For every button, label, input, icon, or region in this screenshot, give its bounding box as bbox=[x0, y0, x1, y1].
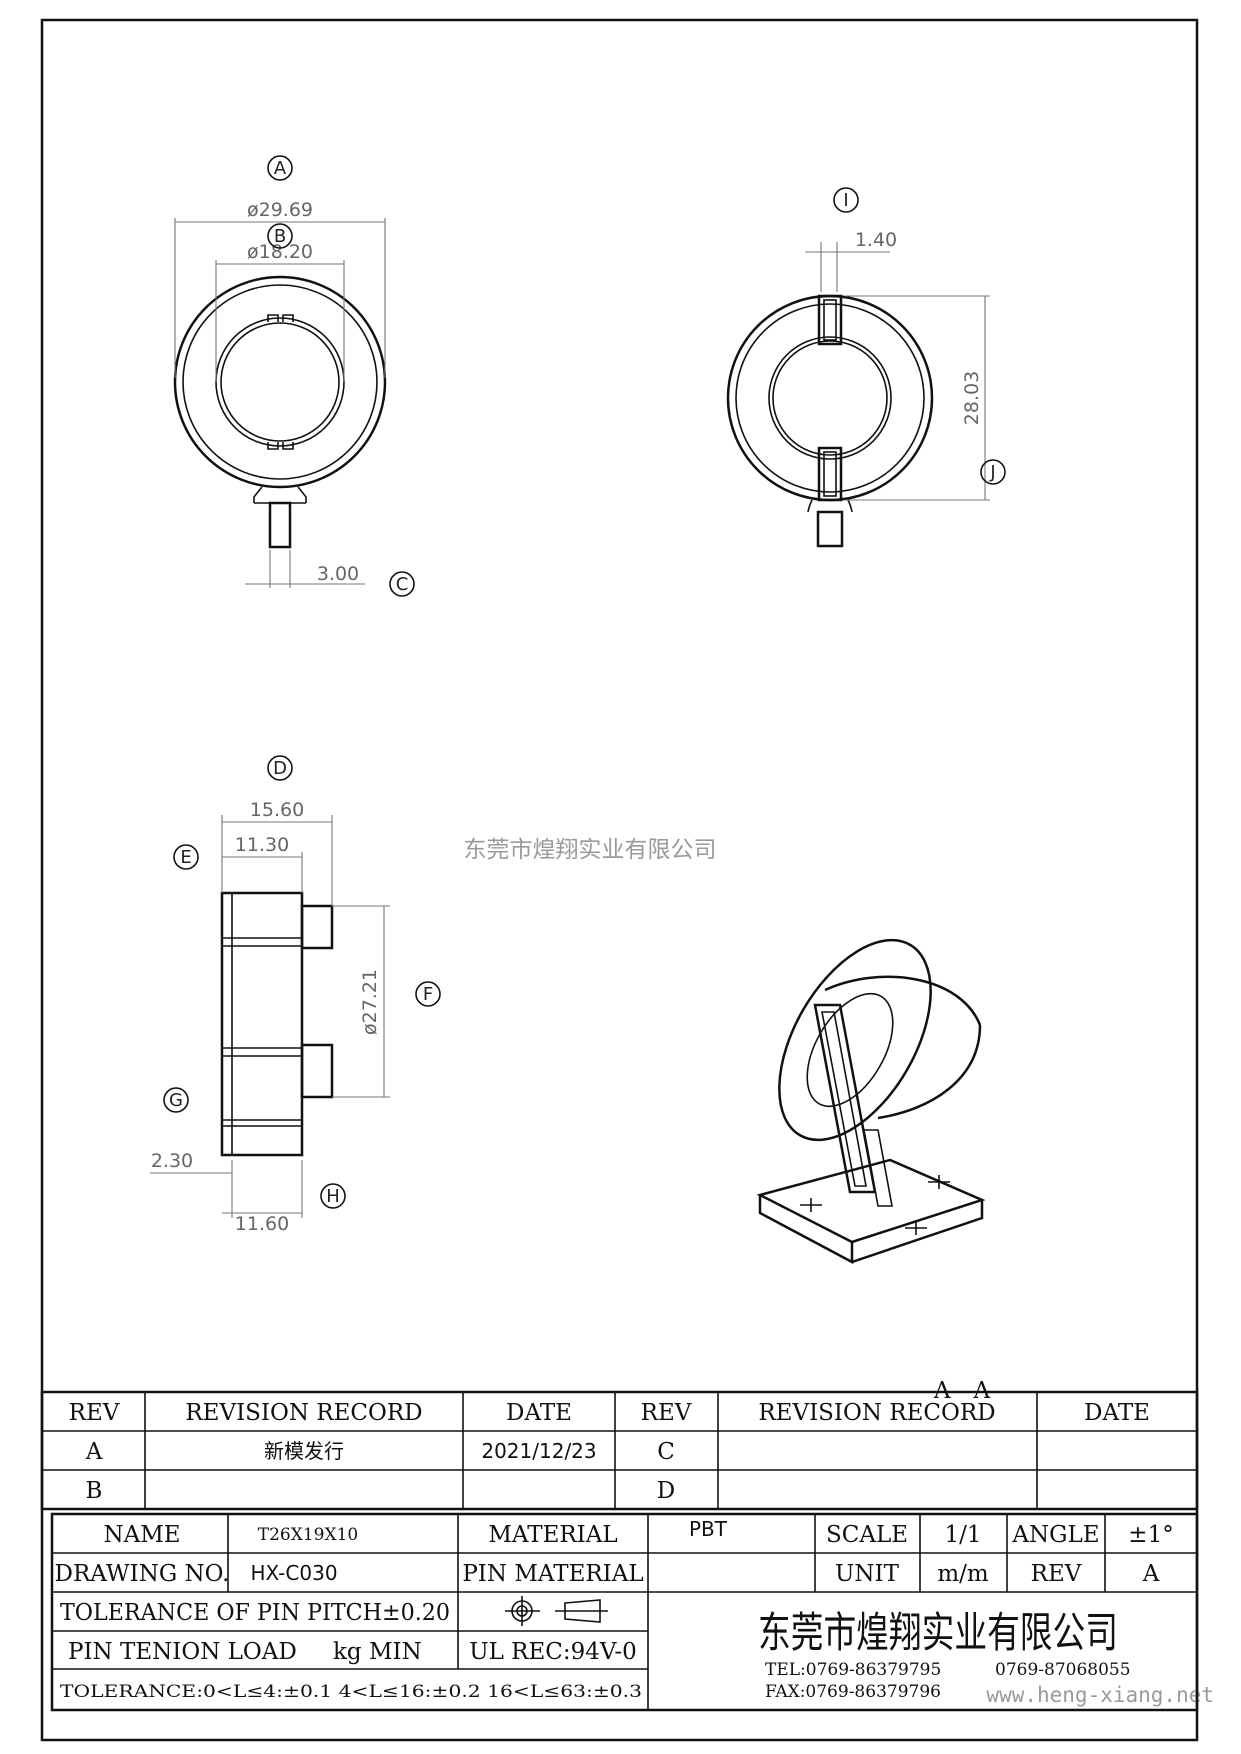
callout-d: D bbox=[267, 755, 293, 781]
scale-label: SCALE bbox=[826, 1522, 908, 1548]
callout-i: I bbox=[833, 187, 859, 213]
isometric-view bbox=[756, 938, 986, 1265]
revision-table bbox=[40, 1390, 1199, 1511]
title-block bbox=[50, 1512, 1199, 1712]
projection-symbol-icon bbox=[505, 1596, 608, 1626]
svg-text:G: G bbox=[169, 1090, 183, 1111]
material-label: MATERIAL bbox=[488, 1522, 617, 1548]
callout-a: A bbox=[267, 155, 293, 181]
dim-inner-diameter: ø18.20 bbox=[247, 241, 313, 263]
dim-base-depth: 11.60 bbox=[235, 1213, 289, 1235]
company-tel: TEL:0769-86379795 bbox=[765, 1660, 941, 1680]
ul-rec: UL REC:94V-0 bbox=[469, 1639, 637, 1665]
dim-slot-width: 1.40 bbox=[855, 229, 897, 251]
unit-label: UNIT bbox=[835, 1561, 900, 1587]
dim-overall-depth: 15.60 bbox=[250, 799, 304, 821]
date-cell: 2021/12/23 bbox=[481, 1439, 596, 1463]
dim-pin-offset: 2.30 bbox=[151, 1150, 193, 1172]
name-label: NAME bbox=[103, 1522, 180, 1548]
section-label: A—A bbox=[933, 1378, 991, 1404]
company-name: 东莞市煌翔实业有限公司 bbox=[758, 1608, 1118, 1657]
dim-outer-diameter: ø29.69 bbox=[247, 199, 313, 221]
revision-record-header-1: REVISION RECORD bbox=[185, 1400, 422, 1426]
date-header-2: DATE bbox=[1084, 1400, 1150, 1426]
date-header-1: DATE bbox=[506, 1400, 572, 1426]
svg-text:B: B bbox=[274, 226, 286, 247]
svg-text:D: D bbox=[273, 758, 287, 779]
rev-cell: D bbox=[657, 1478, 675, 1504]
svg-text:E: E bbox=[180, 847, 191, 868]
side-view bbox=[150, 815, 390, 1218]
dim-height: 28.03 bbox=[961, 371, 983, 425]
angle-value: ±1° bbox=[1128, 1522, 1173, 1548]
svg-text:H: H bbox=[326, 1186, 340, 1207]
material-value: PBT bbox=[689, 1517, 728, 1541]
tolerance-general: TOLERANCE:0<L≤4:±0.1 4<L≤16:±0.2 16<L≤63… bbox=[60, 1682, 642, 1702]
svg-text:I: I bbox=[843, 190, 848, 211]
dim-body-depth: 11.30 bbox=[235, 834, 289, 856]
svg-text:F: F bbox=[423, 984, 433, 1005]
svg-text:A: A bbox=[274, 158, 287, 179]
company-fax: FAX:0769-86379796 bbox=[765, 1682, 941, 1702]
callout-g: G bbox=[163, 1087, 189, 1113]
svg-text:J: J bbox=[989, 462, 995, 483]
drawing-no-label: DRAWING NO. bbox=[55, 1561, 230, 1587]
company-tel-2: 0769-87068055 bbox=[995, 1660, 1131, 1680]
tolerance-pitch: TOLERANCE OF PIN PITCH±0.20 bbox=[60, 1600, 450, 1626]
callout-e: E bbox=[173, 844, 199, 870]
pin-tenion-unit: kg MIN bbox=[333, 1639, 422, 1665]
callout-b: B bbox=[267, 223, 293, 249]
scale-value: 1/1 bbox=[944, 1522, 981, 1548]
revision-record-cell: 新模发行 bbox=[264, 1439, 344, 1463]
drawing-frame bbox=[40, 18, 1199, 1742]
rev-header-2: REV bbox=[641, 1400, 692, 1426]
dim-side-diameter: ø27.21 bbox=[359, 969, 381, 1035]
front-view bbox=[173, 218, 387, 588]
revision-record-header-2: REVISION RECORD bbox=[758, 1400, 995, 1426]
dim-pin-width: 3.00 bbox=[317, 563, 359, 585]
name-value: T26X19X10 bbox=[258, 1525, 358, 1545]
callout-f: F bbox=[415, 981, 441, 1007]
drawing-no-value: HX-C030 bbox=[250, 1561, 337, 1585]
rev-label: REV bbox=[1031, 1561, 1082, 1587]
pin-tenion-label: PIN TENION LOAD bbox=[68, 1639, 297, 1665]
callout-h: H bbox=[320, 1183, 346, 1209]
callout-j: J bbox=[980, 459, 1006, 485]
rev-cell: C bbox=[657, 1439, 675, 1465]
rev-cell: B bbox=[86, 1478, 103, 1504]
callout-c: C bbox=[389, 571, 415, 597]
watermark-company: 东莞市煌翔实业有限公司 bbox=[464, 837, 717, 863]
angle-label: ANGLE bbox=[1011, 1522, 1099, 1548]
rear-view bbox=[726, 242, 990, 548]
rev-cell: A bbox=[85, 1439, 103, 1465]
pin-material-label: PIN MATERIAL bbox=[462, 1561, 643, 1587]
unit-value: m/m bbox=[937, 1561, 989, 1587]
rev-header-1: REV bbox=[69, 1400, 120, 1426]
watermark-url: www.heng-xiang.net bbox=[986, 1683, 1214, 1707]
svg-text:C: C bbox=[396, 574, 409, 595]
rev-value: A bbox=[1142, 1561, 1160, 1587]
